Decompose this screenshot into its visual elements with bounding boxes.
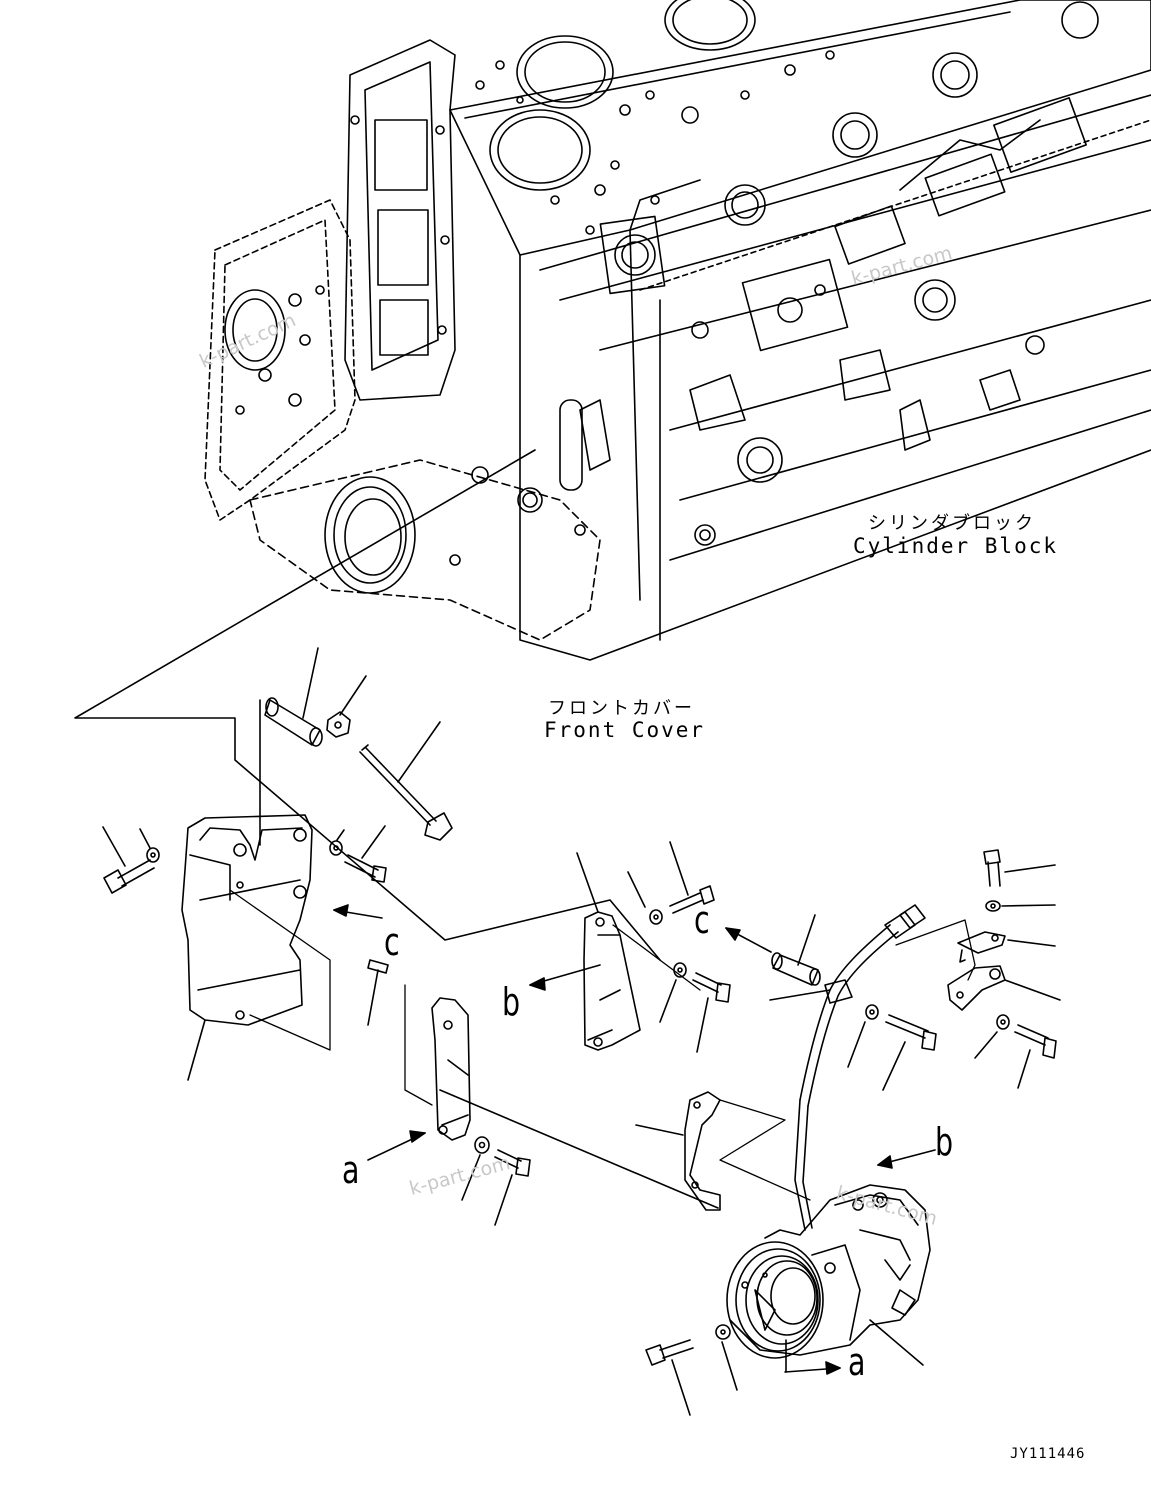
front-cover-label-en: Front Cover [544, 718, 706, 742]
bolt-mid-lower [494, 1149, 531, 1177]
bracket-b [583, 911, 641, 1051]
dowel-pin [367, 959, 389, 974]
clip-bracket [957, 931, 1006, 963]
washer-bracket-right [329, 840, 343, 856]
bolt-left [103, 859, 155, 894]
bolt-b-upper [669, 885, 715, 914]
callout-c-bracket: c [384, 920, 400, 964]
nut [326, 711, 351, 738]
wire-clamp [684, 1091, 721, 1211]
bracket-a [431, 997, 471, 1141]
stay-bracket [947, 965, 1006, 1011]
callout-a-right: a [848, 1340, 866, 1384]
callout-a-left: a [342, 1148, 360, 1192]
spacer-harness [771, 952, 821, 986]
bolt-compressor [645, 1339, 694, 1366]
washer-stay [996, 1014, 1010, 1030]
bolt-top-right [983, 849, 1001, 887]
callout-c-harness: c [694, 898, 710, 942]
cylinder-block [204, 0, 1151, 661]
bolt-bracket-right [344, 854, 387, 883]
drawing-code: JY111446 [1010, 1446, 1086, 1462]
washer-mid-lower [474, 1136, 490, 1154]
cylinder-block-label-jp: シリンダブロック [868, 513, 1036, 534]
washer-top-right [985, 900, 1001, 912]
ac-compressor [726, 1184, 931, 1359]
spacer-collar [264, 697, 323, 747]
compressor-mount-bracket [181, 814, 313, 1026]
bolt-harness [885, 1014, 937, 1051]
bracket-leader [187, 1019, 206, 1081]
washer-compressor [715, 1324, 731, 1340]
callout-b-right: b [935, 1120, 954, 1164]
cylinder-block-label-en: Cylinder Block [853, 534, 1059, 558]
front-cover-label-jp: フロントカバー [548, 698, 695, 719]
washer-harness [865, 1004, 879, 1020]
washer-b-upper [649, 909, 663, 925]
front-cover-link-line [74, 449, 661, 961]
long-bolt [359, 744, 453, 841]
bolt-stay [1014, 1024, 1057, 1059]
washer-b-lower [673, 962, 687, 978]
wire-harness [794, 904, 926, 1231]
callout-b-left: b [502, 980, 521, 1024]
bolt-b-lower [692, 972, 731, 1003]
washer-left [146, 847, 160, 863]
